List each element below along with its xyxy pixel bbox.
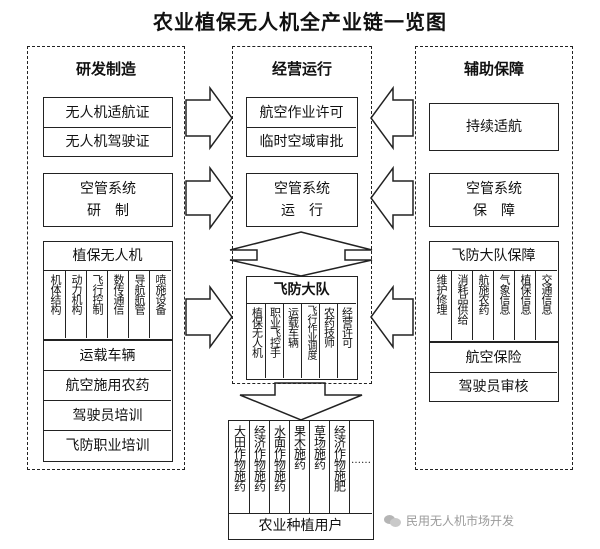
rd-bottom-4: 飞防职业培训	[65, 437, 150, 454]
support-column	[415, 46, 573, 470]
users-box: 大田作物施药 经济作物施药 水面作物施药 果木施药 草场施药 经济作物施肥 ………	[228, 420, 374, 540]
support-team-part-5: 植保信息	[519, 274, 532, 314]
support-team-title: 飞防大队保障	[451, 248, 536, 264]
ops-sep-2	[283, 303, 284, 378]
support-sep-1	[451, 270, 452, 340]
ops-team-part-1: 植保无人机	[250, 307, 264, 357]
arrow-left-1	[370, 85, 414, 151]
users-sep-3	[289, 421, 290, 513]
rd-uav-part-1: 机体结构	[49, 274, 62, 314]
rd-cert-box: 无人机适航证 无人机驾驶证	[43, 97, 173, 157]
arrow-right-3	[185, 284, 233, 350]
watermark: 民用无人机市场开发	[384, 509, 594, 531]
users-item-1: 大田作物施药	[232, 425, 247, 491]
ops-permit-2: 临时空域审批	[259, 133, 344, 150]
arrow-right-1	[185, 85, 233, 151]
ops-sep-5	[337, 303, 338, 378]
support-sep-2	[472, 270, 473, 340]
support-atc-box: 空管系统 保 障	[429, 173, 559, 227]
ops-team-part-6: 经营许可	[340, 307, 354, 347]
rd-cert-2: 无人机驾驶证	[65, 133, 150, 150]
rd-bottom-sep-2	[44, 400, 171, 401]
rd-bottom-1: 运载车辆	[79, 347, 136, 364]
support-sep-4	[514, 270, 515, 340]
users-item-6: 经济作物施肥	[332, 425, 347, 491]
rd-sep-4	[128, 270, 129, 338]
rd-cert-divider	[44, 127, 171, 128]
ops-sep-1	[265, 303, 266, 378]
support-team-box: 飞防大队保障 维护修理 消耗品供给 航施农药 气象信息 植保信息 交通信息	[429, 241, 559, 342]
ops-permit-divider	[247, 127, 356, 128]
users-sep-1	[249, 421, 250, 513]
users-divider	[229, 513, 372, 514]
ops-column	[232, 46, 372, 384]
diagram-title: 农业植保无人机全产业链一览图	[153, 10, 447, 34]
users-item-2: 经济作物施药	[252, 425, 267, 491]
support-bottom-sep	[430, 372, 557, 373]
support-sep-5	[535, 270, 536, 340]
rd-uav-part-4: 数传通信	[112, 274, 125, 314]
support-heading: 辅助保障	[463, 60, 524, 78]
users-item-4: 果木施药	[292, 425, 307, 469]
rd-uav-title: 植保无人机	[72, 248, 143, 264]
ops-heading: 经营运行	[271, 60, 332, 78]
rd-cert-1: 无人机适航证	[65, 104, 150, 121]
support-bottom-box: 航空保险 驾驶员审核	[429, 342, 559, 402]
support-team-part-1: 维护修理	[435, 274, 448, 314]
rd-sep-2	[86, 270, 87, 338]
arrow-left-2	[370, 165, 414, 231]
ops-team-box: 飞防大队 植保无人机 职业飞控手 运载车辆 飞行作业调度 农药技师 经营许可	[246, 276, 358, 380]
support-team-part-2: 消耗品供给	[456, 274, 469, 324]
ops-team-part-4: 飞行作业调度	[305, 305, 316, 359]
support-sep-3	[493, 270, 494, 340]
ops-team-title: 飞防大队	[273, 282, 330, 298]
rd-bottom-sep-3	[44, 430, 171, 431]
ops-sep-3	[301, 303, 302, 378]
users-sep-2	[269, 421, 270, 513]
rd-uav-part-5: 导航航管	[133, 274, 146, 314]
rd-sep-5	[149, 270, 150, 338]
rd-bottom-box: 运载车辆 航空施用农药 驾驶员培训 飞防职业培训	[43, 340, 173, 462]
arrow-right-2	[185, 165, 233, 231]
rd-bottom-sep-1	[44, 370, 171, 371]
users-item-3: 水面作物施药	[272, 425, 287, 491]
ops-team-part-5: 农药技师	[322, 307, 336, 347]
ops-permit-1: 航空作业许可	[259, 104, 344, 121]
ops-sep-4	[319, 303, 320, 378]
ops-permit-box: 航空作业许可 临时空域审批	[246, 97, 358, 157]
support-team-part-4: 气象信息	[498, 274, 511, 314]
watermark-text: 民用无人机市场开发	[406, 513, 515, 528]
rd-column	[27, 46, 185, 470]
users-sep-6	[349, 421, 350, 513]
support-bottom-2: 驾驶员审核	[458, 379, 529, 395]
wechat-icon	[384, 513, 402, 527]
rd-bottom-3: 驾驶员培训	[72, 407, 143, 424]
users-item-5: 草场施药	[312, 425, 327, 469]
rd-uav-part-6: 喷施设备	[154, 274, 167, 314]
ops-atc-box: 空管系统 运 行	[246, 173, 358, 227]
rd-heading: 研发制造	[75, 60, 136, 78]
arrow-down	[239, 382, 363, 421]
rd-bottom-2: 航空施用农药	[65, 377, 150, 394]
rd-sep-3	[107, 270, 108, 338]
rd-uav-part-3: 飞行控制	[91, 274, 104, 314]
rd-atc-box: 空管系统 研 制	[43, 173, 173, 227]
users-item-7: ……	[351, 455, 371, 466]
users-sep-4	[309, 421, 310, 513]
ops-team-part-3: 运载车辆	[286, 307, 300, 347]
support-team-part-3: 航施农药	[477, 274, 490, 314]
support-bottom-1: 航空保险	[465, 349, 522, 366]
support-team-part-6: 交通信息	[540, 274, 553, 314]
users-footer: 农业种植用户	[258, 518, 343, 534]
ops-team-part-2: 职业飞控手	[268, 307, 282, 357]
rd-uav-part-2: 动力机构	[70, 274, 83, 314]
users-sep-5	[329, 421, 330, 513]
arrow-left-3	[370, 284, 414, 350]
rd-sep-1	[65, 270, 66, 338]
support-airworthiness-box: 持续适航	[429, 103, 559, 151]
rd-uav-box: 植保无人机 机体结构 动力机构 飞行控制 数传通信 导航航管 喷施设备	[43, 241, 173, 340]
